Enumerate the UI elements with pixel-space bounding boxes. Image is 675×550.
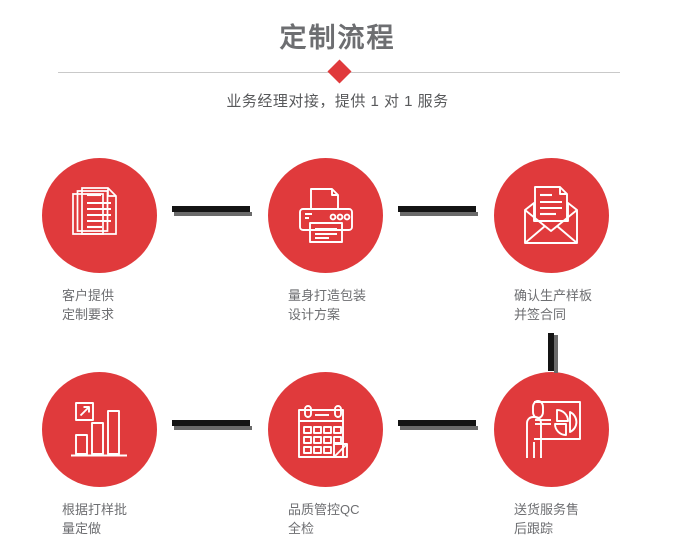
connector-shadow bbox=[174, 212, 252, 216]
envelope-letter-icon bbox=[523, 185, 578, 244]
connector-shadow bbox=[400, 212, 478, 216]
page-title: 定制流程 bbox=[279, 23, 396, 53]
flow-step-5-label: 品质管控QC 全检 bbox=[288, 502, 360, 536]
documents-stack-icon bbox=[71, 186, 117, 235]
connector-bar bbox=[548, 333, 554, 371]
flow-step-1-label: 客户提供 定制要求 bbox=[62, 288, 115, 322]
header-subtitle: 业务经理对接，提供 1 对 1 服务 bbox=[226, 93, 449, 110]
flow-step-3-label: 确认生产样板 并签合同 bbox=[514, 288, 593, 322]
flow-step-2-label: 量身打造包装 设计方案 bbox=[288, 288, 367, 322]
header-section: 定制流程 业务经理对接，提供 1 对 1 服务 bbox=[0, 0, 675, 130]
flow-step-5-circle bbox=[268, 372, 383, 487]
flow-step-2-circle bbox=[268, 158, 383, 273]
flow-step-4-label: 根据打样批 量定做 bbox=[62, 502, 128, 536]
connector-step1-step2 bbox=[172, 206, 252, 216]
connector-step5-step6 bbox=[398, 420, 478, 430]
connector-shadow bbox=[554, 335, 558, 373]
flow-step-1-circle bbox=[42, 158, 157, 273]
flow-step-3-circle bbox=[494, 158, 609, 273]
connector-step4-step5 bbox=[172, 420, 252, 430]
connector-bar bbox=[398, 420, 476, 426]
flow-step-6-circle bbox=[494, 372, 609, 487]
connector-bar bbox=[172, 420, 250, 426]
connector-step2-step3 bbox=[398, 206, 478, 216]
connector-shadow bbox=[400, 426, 478, 430]
flow-step-6-label: 送货服务售 后跟踪 bbox=[514, 502, 580, 536]
connector-bar bbox=[172, 206, 250, 212]
connector-bar bbox=[398, 206, 476, 212]
connector-shadow bbox=[174, 426, 252, 430]
presenter-chart-icon bbox=[525, 399, 581, 458]
calendar-icon bbox=[297, 404, 348, 458]
connector-step3-step6 bbox=[548, 333, 558, 373]
flow-step-4-circle bbox=[42, 372, 157, 487]
header-divider bbox=[58, 59, 620, 84]
printer-icon bbox=[298, 187, 353, 243]
bar-chart-growth-icon bbox=[70, 401, 127, 456]
